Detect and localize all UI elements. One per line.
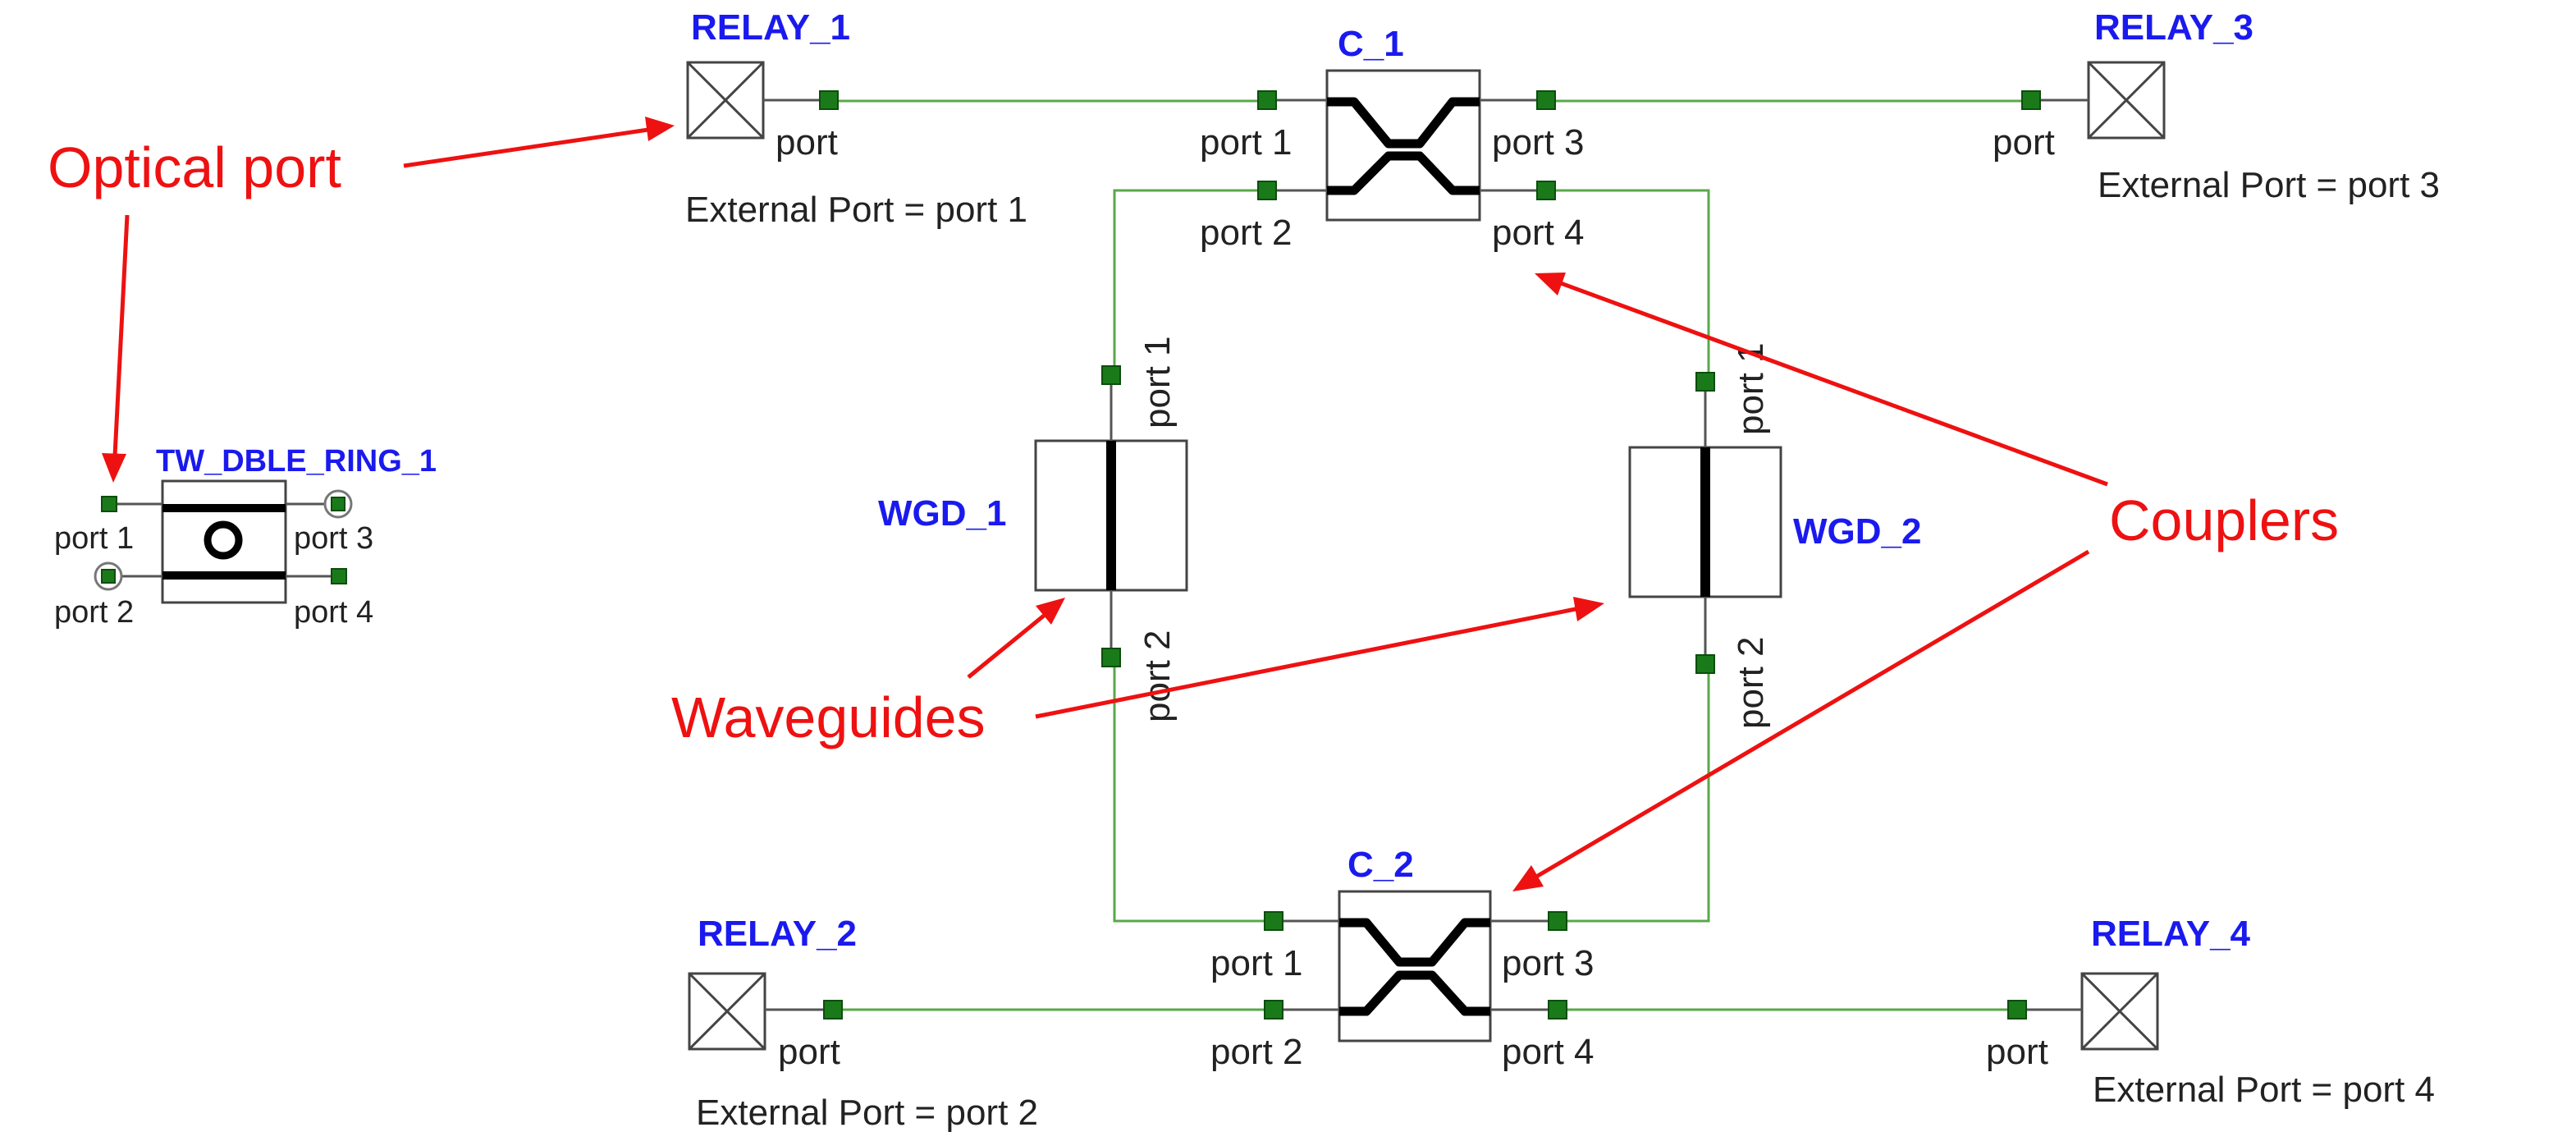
coupler-c-1-port-4-square[interactable] bbox=[1536, 181, 1556, 200]
tw-dble-ring-1-port-3-label: port 3 bbox=[294, 521, 373, 556]
relay-2-cross-2 bbox=[688, 972, 766, 1051]
waveguide-wgd-1-name: WGD_1 bbox=[878, 493, 1006, 534]
coupler-c-2-port-1-label: port 1 bbox=[1210, 943, 1303, 983]
wire-wgd1-c2 bbox=[1113, 658, 1274, 923]
coupler-c-2-port-3-square[interactable] bbox=[1548, 911, 1567, 931]
annotation-waveguides: Waveguides bbox=[671, 685, 986, 749]
arrow-optical-port-to-ring bbox=[112, 214, 130, 456]
coupler-c-2-port-1-square[interactable] bbox=[1264, 911, 1283, 931]
waveguide-wgd-2-name: WGD_2 bbox=[1793, 511, 1921, 552]
relay-4-external-label: External Port = port 4 bbox=[2093, 1070, 2435, 1110]
coupler-c-1[interactable]: C_1 port 1 port 2 port 3 port 4 bbox=[1200, 24, 1585, 253]
coupler-c-1-port-3-square[interactable] bbox=[1536, 90, 1556, 110]
annotation-couplers: Couplers bbox=[2109, 488, 2339, 552]
relay-1-cross-2 bbox=[686, 61, 765, 140]
arrow-couplers-to-c1 bbox=[1560, 281, 2108, 487]
coupler-c-1-lower-path bbox=[1327, 151, 1480, 195]
tw-dble-ring-1-ring-icon bbox=[204, 520, 243, 560]
tw-dble-ring-1-port-4-square[interactable] bbox=[331, 568, 347, 584]
arrowhead-couplers-to-c1 bbox=[1535, 273, 1566, 296]
relay-4-cross-2 bbox=[2080, 972, 2159, 1051]
tw-dble-ring-1-port-2-label: port 2 bbox=[54, 595, 134, 630]
relay-2[interactable]: RELAY_2 port External Port = port 2 bbox=[688, 914, 1038, 1133]
coupler-c-1-port-1-label: port 1 bbox=[1200, 122, 1293, 163]
waveguide-wgd-2[interactable]: WGD_2 port 1 port 2 bbox=[1628, 342, 1921, 729]
relay-4-name: RELAY_4 bbox=[2091, 914, 2251, 954]
arrow-waveguides-to-wgd2 bbox=[1035, 607, 1576, 719]
arrowhead-optical-port-to-ring bbox=[102, 453, 126, 483]
relay-4[interactable]: RELAY_4 port External Port = port 4 bbox=[1986, 914, 2435, 1110]
coupler-c-2-upper-path bbox=[1339, 918, 1490, 967]
coupler-c-1-port-2-square[interactable] bbox=[1257, 181, 1277, 200]
waveguide-wgd-1[interactable]: WGD_1 port 1 port 2 bbox=[878, 336, 1188, 722]
annotation-optical-port: Optical port bbox=[48, 135, 341, 199]
arrowhead-waveguides-to-wgd2 bbox=[1573, 597, 1604, 621]
relay-1-name: RELAY_1 bbox=[691, 7, 850, 48]
tw-dble-ring-1-port-1-square[interactable] bbox=[101, 496, 117, 512]
coupler-c-2-port-4-label: port 4 bbox=[1502, 1032, 1595, 1072]
relay-3-name: RELAY_3 bbox=[2094, 7, 2253, 48]
coupler-c-1-port-3-label: port 3 bbox=[1492, 122, 1585, 163]
relay-4-port-square[interactable] bbox=[2007, 1000, 2027, 1020]
arrow-optical-port-to-relay bbox=[403, 127, 649, 168]
coupler-c-2-port-3-label: port 3 bbox=[1502, 943, 1595, 983]
coupler-c-1-name: C_1 bbox=[1338, 24, 1404, 64]
tw-dble-ring-1-name: TW_DBLE_RING_1 bbox=[156, 444, 437, 479]
arrowhead-waveguides-to-wgd1 bbox=[1036, 598, 1065, 625]
waveguide-wgd-1-port-2-square[interactable] bbox=[1101, 648, 1121, 667]
relay-3-external-label: External Port = port 3 bbox=[2098, 165, 2440, 205]
tw-dble-ring-1-port-3-square[interactable] bbox=[331, 497, 345, 511]
relay-2-port-square[interactable] bbox=[823, 1000, 843, 1020]
coupler-c-2-port-2-label: port 2 bbox=[1210, 1032, 1303, 1072]
coupler-c-1-port-4-label: port 4 bbox=[1492, 213, 1585, 253]
arrowhead-optical-port-to-relay bbox=[645, 117, 675, 141]
tw-dble-ring-1-box[interactable] bbox=[161, 479, 287, 604]
tw-dble-ring-1[interactable]: TW_DBLE_RING_1 port 1 port 2 port 3 port… bbox=[54, 444, 437, 630]
coupler-c-2[interactable]: C_2 port 1 port 2 port 3 port 4 bbox=[1210, 845, 1595, 1072]
waveguide-wgd-2-port-1-square[interactable] bbox=[1695, 372, 1715, 392]
relay-2-external-label: External Port = port 2 bbox=[696, 1093, 1038, 1133]
relay-4-port-label: port bbox=[1986, 1032, 2048, 1072]
waveguide-wgd-2-port-2-square[interactable] bbox=[1695, 654, 1715, 674]
coupler-c-2-port-4-square[interactable] bbox=[1548, 1000, 1567, 1020]
relay-3-port-square[interactable] bbox=[2021, 90, 2041, 110]
wire-c1-wgd2 bbox=[1547, 189, 1710, 386]
relay-1-port-square[interactable] bbox=[819, 90, 839, 110]
relay-1[interactable]: RELAY_1 port External Port = port 1 bbox=[685, 7, 1027, 230]
waveguide-wgd-2-port-2-label: port 2 bbox=[1731, 636, 1771, 729]
relay-2-name: RELAY_2 bbox=[698, 914, 857, 954]
arrow-couplers-to-c2 bbox=[1535, 549, 2090, 879]
relay-1-external-label: External Port = port 1 bbox=[685, 190, 1027, 230]
tw-dble-ring-1-port-4-label: port 4 bbox=[294, 595, 373, 630]
coupler-c-1-upper-path bbox=[1327, 97, 1480, 149]
arrowhead-couplers-to-c2 bbox=[1512, 865, 1544, 891]
coupler-c-1-port-1-square[interactable] bbox=[1257, 90, 1277, 110]
relay-3[interactable]: RELAY_3 port External Port = port 3 bbox=[1993, 7, 2440, 205]
wire-c1-wgd1 bbox=[1113, 189, 1268, 379]
tw-dble-ring-1-port-1-label: port 1 bbox=[54, 521, 134, 556]
relay-2-port-label: port bbox=[778, 1032, 840, 1072]
wire-wgd2-c2 bbox=[1558, 665, 1710, 923]
coupler-c-2-port-2-square[interactable] bbox=[1264, 1000, 1283, 1020]
coupler-c-1-port-2-label: port 2 bbox=[1200, 213, 1293, 253]
relay-1-port-label: port bbox=[776, 122, 838, 163]
coupler-c-2-lower-path bbox=[1339, 970, 1490, 1016]
waveguide-wgd-1-port-1-square[interactable] bbox=[1101, 365, 1121, 385]
waveguide-wgd-1-port-1-label: port 1 bbox=[1137, 336, 1178, 428]
annotations: Optical port Waveguides Couplers bbox=[48, 117, 2339, 891]
coupler-c-2-name: C_2 bbox=[1347, 845, 1414, 885]
tw-dble-ring-1-port-2-square[interactable] bbox=[101, 569, 116, 584]
relay-3-port-label: port bbox=[1993, 122, 2055, 163]
waveguide-wgd-1-port-2-label: port 2 bbox=[1137, 630, 1178, 722]
relay-3-cross-2 bbox=[2087, 61, 2166, 140]
arrow-waveguides-to-wgd1 bbox=[967, 614, 1045, 679]
wires bbox=[829, 99, 2031, 1011]
